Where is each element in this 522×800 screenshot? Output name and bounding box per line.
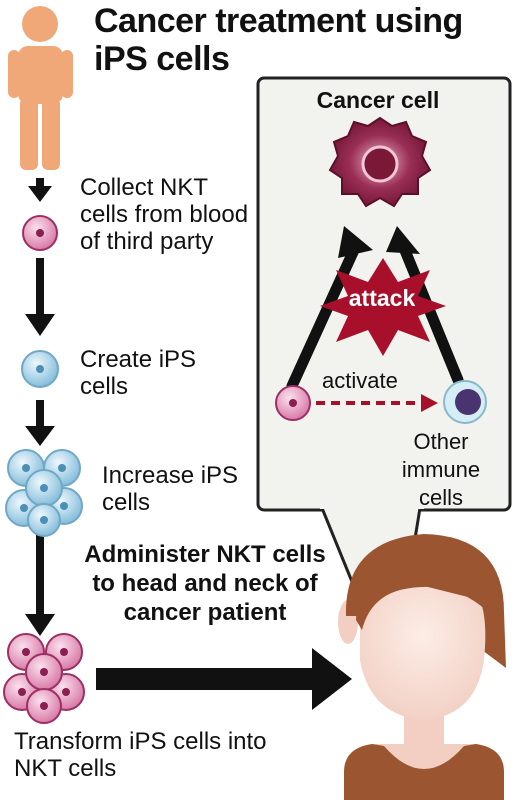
nkt-cell-icon [275,385,311,421]
activate-label: activate [322,368,398,393]
step-create: Create iPS cells [80,346,197,400]
immune-cell-icon [443,380,487,424]
cancer-cell-icon [328,116,432,208]
donor-figure-icon [8,6,73,170]
attack-arrows [286,242,464,392]
page-title: Cancer treatment using iPS cells [94,2,463,78]
nkt-cluster-icon [3,633,85,724]
flow-arrows [25,178,55,636]
administer-arrow [96,648,352,710]
nkt-cell-blood-icon [22,215,58,251]
other-immune-cells-label: Other immune cells [401,429,481,510]
step-transform: Transform iPS cells into NKT cells [14,728,267,782]
attack-label: attack [348,285,416,311]
patient-figure-icon [338,534,506,800]
step-increase: Increase iPS cells [102,462,239,516]
ips-cluster-icon [5,449,83,537]
attack-burst-icon [320,258,446,356]
panel-title: Cancer cell [316,87,440,113]
ips-cell-icon [21,350,59,388]
step-collect: Collect NKT cells from blood of third pa… [80,174,249,255]
administer-label: Administer NKT cells to head and neck of… [84,541,326,626]
